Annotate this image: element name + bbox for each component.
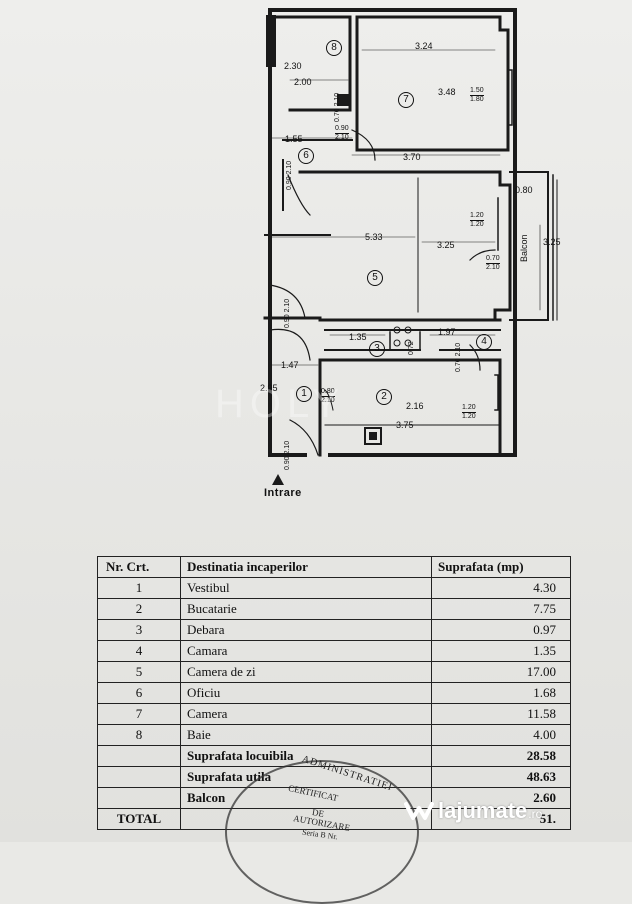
door-label-vertical: 0.70 2.10 (334, 92, 341, 122)
cell-nr: 5 (97, 661, 181, 683)
cell-destination: Bucatarie (180, 598, 432, 620)
door-label-vertical: 0.72 (408, 341, 415, 355)
door-label-vertical: 0.90 2.10 (284, 298, 291, 328)
cell-surface: 4.00 (431, 724, 571, 746)
door-label-vertical: 0.90 2.10 (284, 440, 291, 470)
dim-label: 1.35 (349, 332, 367, 342)
header-destination: Destinatia incaperilor (180, 556, 432, 578)
cell-nr: 4 (97, 640, 181, 662)
room-number-3: 3 (369, 341, 385, 357)
dim-label: 2.95 (260, 383, 278, 393)
cell-destination: Camara (180, 640, 432, 662)
floor-plan: 8 7 6 5 3 4 1 2 2.30 2.00 3.24 3.48 1.55… (215, 8, 561, 499)
cell-surface: 4.30 (431, 577, 571, 599)
watermark: HOLY (215, 382, 345, 426)
dim-label: 1.55 (285, 134, 303, 144)
room-number-4: 4 (476, 334, 492, 350)
dim-label: 3.75 (396, 420, 414, 430)
dim-label: 1.47 (281, 360, 299, 370)
logo-name: lajumate (438, 798, 528, 823)
cell-nr: 6 (97, 682, 181, 704)
entrance-label: Intrare (264, 487, 302, 499)
room-number-5: 5 (367, 270, 383, 286)
dim-label: 3.48 (438, 87, 456, 97)
cell-nr: TOTAL (97, 808, 181, 830)
dim-label: 5.33 (365, 232, 383, 242)
cell-surface: 1.68 (431, 682, 571, 704)
dim-label: 3.25 (543, 237, 561, 247)
door-label-vertical: 0.70 2.10 (455, 342, 462, 372)
cell-surface: 0.97 (431, 619, 571, 641)
floor-plan-drawing (263, 8, 558, 485)
cell-surface: 17.00 (431, 661, 571, 683)
cell-nr (97, 766, 181, 788)
room-number-1: 1 (296, 386, 312, 402)
cell-destination: Vestibul (180, 577, 432, 599)
cell-surface: 28.58 (431, 745, 571, 767)
cell-destination: Baie (180, 724, 432, 746)
header-nr: Nr. Crt. (97, 556, 181, 578)
cell-destination: Oficiu (180, 682, 432, 704)
cell-surface: 11.58 (431, 703, 571, 725)
cell-surface: 48.63 (431, 766, 571, 788)
cell-nr: 7 (97, 703, 181, 725)
cell-surface: 1.35 (431, 640, 571, 662)
dim-label: 3.25 (437, 240, 455, 250)
dim-label: 1.97 (438, 327, 456, 337)
entrance-arrow-icon (272, 474, 284, 485)
cell-destination: Debara (180, 619, 432, 641)
cell-destination: Camera de zi (180, 661, 432, 683)
room-number-7: 7 (398, 92, 414, 108)
cell-nr: 3 (97, 619, 181, 641)
cell-nr (97, 787, 181, 809)
dim-label: 2.00 (294, 77, 312, 87)
cell-surface: 51. (431, 808, 571, 830)
logo-mark-icon (404, 802, 434, 820)
dim-label: 2.30 (284, 61, 302, 71)
room-number-8: 8 (326, 40, 342, 56)
header-surface: Suprafata (mp) (431, 556, 571, 578)
room-number-2: 2 (376, 389, 392, 405)
balcony-label: Balcon (519, 234, 529, 262)
dim-label: 3.70 (403, 152, 421, 162)
table-header-row: Nr. Crt. Destinatia incaperilor Suprafat… (97, 556, 571, 578)
cell-nr (97, 745, 181, 767)
cell-surface: 7.75 (431, 598, 571, 620)
dim-label: 3.24 (415, 41, 433, 51)
dim-label: 2.16 (406, 401, 424, 411)
cell-destination: Camera (180, 703, 432, 725)
cell-nr: 1 (97, 577, 181, 599)
cell-nr: 2 (97, 598, 181, 620)
logo-tld: .ro (528, 807, 543, 821)
room-number-6: 6 (298, 148, 314, 164)
door-label-vertical: 0.90 2.10 (286, 160, 293, 190)
lajumate-logo: lajumate.ro (404, 798, 542, 824)
cell-nr: 8 (97, 724, 181, 746)
dim-label: 0.80 (515, 185, 533, 195)
